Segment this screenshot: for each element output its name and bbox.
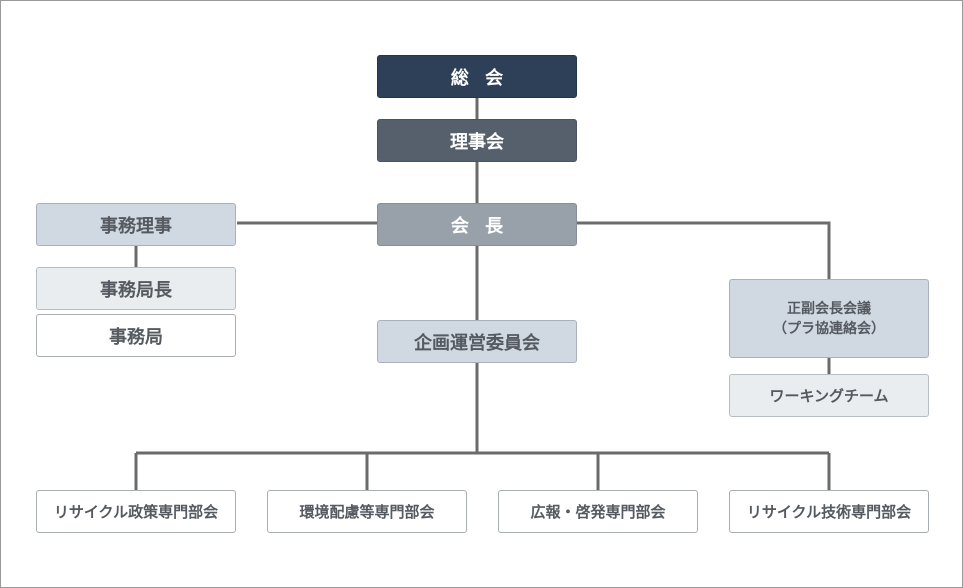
committee-box-3: 広報・啓発専門部会 [498, 490, 698, 533]
kikaku-box: 企画運営委員会 [377, 320, 577, 363]
jimukyokucho-box: 事務局長 [36, 267, 236, 310]
fukukaicho-title: 正副会長会議 [787, 300, 871, 317]
soukai-box: 総会 [377, 55, 577, 98]
committee-box-4: リサイクル技術専門部会 [729, 490, 929, 533]
fukukaicho-subtitle: （プラ協連絡会） [773, 320, 885, 337]
connector-kaicho-fukukaicho [577, 221, 831, 279]
committee-box-2: 環境配慮等専門部会 [267, 490, 467, 533]
committee-box-1: リサイクル政策専門部会 [36, 490, 236, 533]
jimukyoku-box: 事務局 [36, 314, 236, 357]
rijikai-box: 理事会 [377, 119, 577, 162]
jimu-riji-box: 事務理事 [36, 203, 236, 246]
fukukaicho-box: 正副会長会議 （プラ協連絡会） [729, 279, 929, 358]
kaicho-box: 会長 [377, 203, 577, 246]
working-team-box: ワーキングチーム [729, 374, 929, 417]
